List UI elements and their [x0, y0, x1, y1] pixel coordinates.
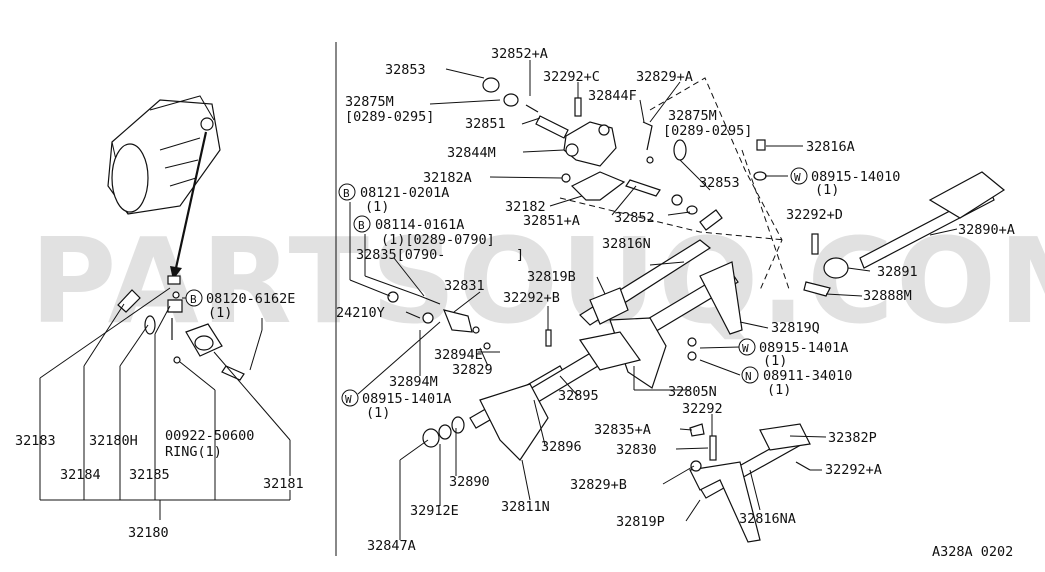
location-arrow	[174, 131, 208, 269]
label-32891: 32891	[877, 264, 918, 280]
label-08114-qty: (1)[0289-0790]	[381, 232, 495, 248]
small-fasteners	[387, 257, 849, 472]
label-08114-0161a: 08114-0161A	[375, 217, 464, 233]
svg-text:N: N	[745, 370, 752, 383]
label-08120-6162e: 08120-6162E	[206, 291, 295, 307]
label-32890: 32890	[449, 474, 490, 490]
label-32831: 32831	[444, 278, 485, 294]
label-32851-a: 32851+A	[523, 213, 580, 229]
marker-b-08114: B	[353, 215, 371, 233]
label-32853-right: 32853	[699, 175, 740, 191]
left-small-parts	[117, 275, 245, 381]
label-32292-d: 32292+D	[786, 207, 843, 223]
shift-control-parts	[482, 77, 819, 255]
label-32847a: 32847A	[367, 538, 416, 554]
label-32182: 32182	[505, 199, 546, 215]
label-32894e: 32894E	[434, 347, 483, 363]
label-08915-1401a-left-qty: (1)	[366, 405, 390, 421]
label-32852-a: 32852+A	[491, 46, 548, 62]
label-32852: 32852	[614, 210, 655, 226]
label-32875m-left-range: [0289-0295]	[345, 109, 434, 125]
label-32184: 32184	[60, 467, 101, 483]
label-32819b: 32819B	[527, 269, 576, 285]
label-32816na: 32816NA	[739, 511, 796, 527]
svg-text:B: B	[343, 187, 350, 200]
label-08915-1401a-right: 08915-1401A	[759, 340, 848, 356]
diagram-code: A328A 0202	[932, 544, 1013, 560]
label-32819p: 32819P	[616, 514, 665, 530]
label-32912e: 32912E	[410, 503, 459, 519]
label-ring-qty: RING(1)	[165, 444, 222, 460]
label-32829-a: 32829+A	[636, 69, 693, 85]
svg-text:B: B	[358, 219, 365, 232]
label-32875m-right-range: [0289-0295]	[663, 123, 752, 139]
label-32890-a: 32890+A	[958, 222, 1015, 238]
marker-b-08120: B	[185, 289, 203, 307]
label-08915-14010-qty: (1)	[815, 182, 839, 198]
label-08911-34010: 08911-34010	[763, 368, 852, 384]
label-32829: 32829	[452, 362, 493, 378]
label-32875m-right: 32875M	[668, 108, 717, 124]
marker-n-08911: N	[741, 366, 759, 384]
label-08121-qty: (1)	[365, 199, 389, 215]
marker-w-08915-1401a-right: W	[738, 338, 756, 356]
label-08120-qty: (1)	[208, 305, 232, 321]
shift-forks	[479, 261, 811, 543]
marker-b-08121: B	[338, 183, 356, 201]
label-32292: 32292	[682, 401, 723, 417]
label-32829-b: 32829+B	[570, 477, 627, 493]
label-32851: 32851	[465, 116, 506, 132]
svg-text:W: W	[794, 171, 801, 184]
label-32844f: 32844F	[588, 88, 637, 104]
label-32853-top: 32853	[385, 62, 426, 78]
label-08915-14010: 08915-14010	[811, 169, 900, 185]
label-32292-b: 32292+B	[503, 290, 560, 306]
label-32895: 32895	[558, 388, 599, 404]
label-32181: 32181	[263, 476, 304, 492]
callout-leaders	[349, 60, 958, 540]
transmission-case-drawing	[107, 95, 221, 215]
marker-w-08915-1401a-left: W	[341, 389, 359, 407]
label-32816a: 32816A	[806, 139, 855, 155]
label-32382p: 32382P	[828, 430, 877, 446]
label-32292-a: 32292+A	[825, 462, 882, 478]
label-32182a: 32182A	[423, 170, 472, 186]
label-32844m: 32844M	[447, 145, 496, 161]
label-08915-1401a-right-qty: (1)	[763, 353, 787, 369]
label-32835-a: 32835+A	[594, 422, 651, 438]
label-00922-50600: 00922-50600	[165, 428, 254, 444]
label-32819q: 32819Q	[771, 320, 820, 336]
label-32292-c: 32292+C	[543, 69, 600, 85]
label-32835: 32835[0790-	[356, 247, 445, 263]
svg-text:W: W	[345, 393, 352, 406]
label-08911-qty: (1)	[767, 382, 791, 398]
label-32835-end: ]	[516, 247, 524, 263]
label-24210y: 24210Y	[336, 305, 385, 321]
left-bracket-lines	[39, 287, 291, 520]
marker-w-08915-14010: W	[790, 167, 808, 185]
label-32875m-left: 32875M	[345, 94, 394, 110]
label-32180: 32180	[128, 525, 169, 541]
label-32816n: 32816N	[602, 236, 651, 252]
label-32805n: 32805N	[668, 384, 717, 400]
svg-text:W: W	[742, 342, 749, 355]
label-08121-0201a: 08121-0201A	[360, 185, 449, 201]
label-32830: 32830	[616, 442, 657, 458]
label-08915-1401a-left: 08915-1401A	[362, 391, 451, 407]
svg-text:B: B	[190, 293, 197, 306]
label-32896: 32896	[541, 439, 582, 455]
label-32185: 32185	[129, 467, 170, 483]
label-32183: 32183	[15, 433, 56, 449]
label-32180h: 32180H	[89, 433, 138, 449]
assembly-dashed-outline	[559, 77, 791, 293]
label-32811n: 32811N	[501, 499, 550, 515]
label-32888m: 32888M	[863, 288, 912, 304]
label-32894m: 32894M	[389, 374, 438, 390]
